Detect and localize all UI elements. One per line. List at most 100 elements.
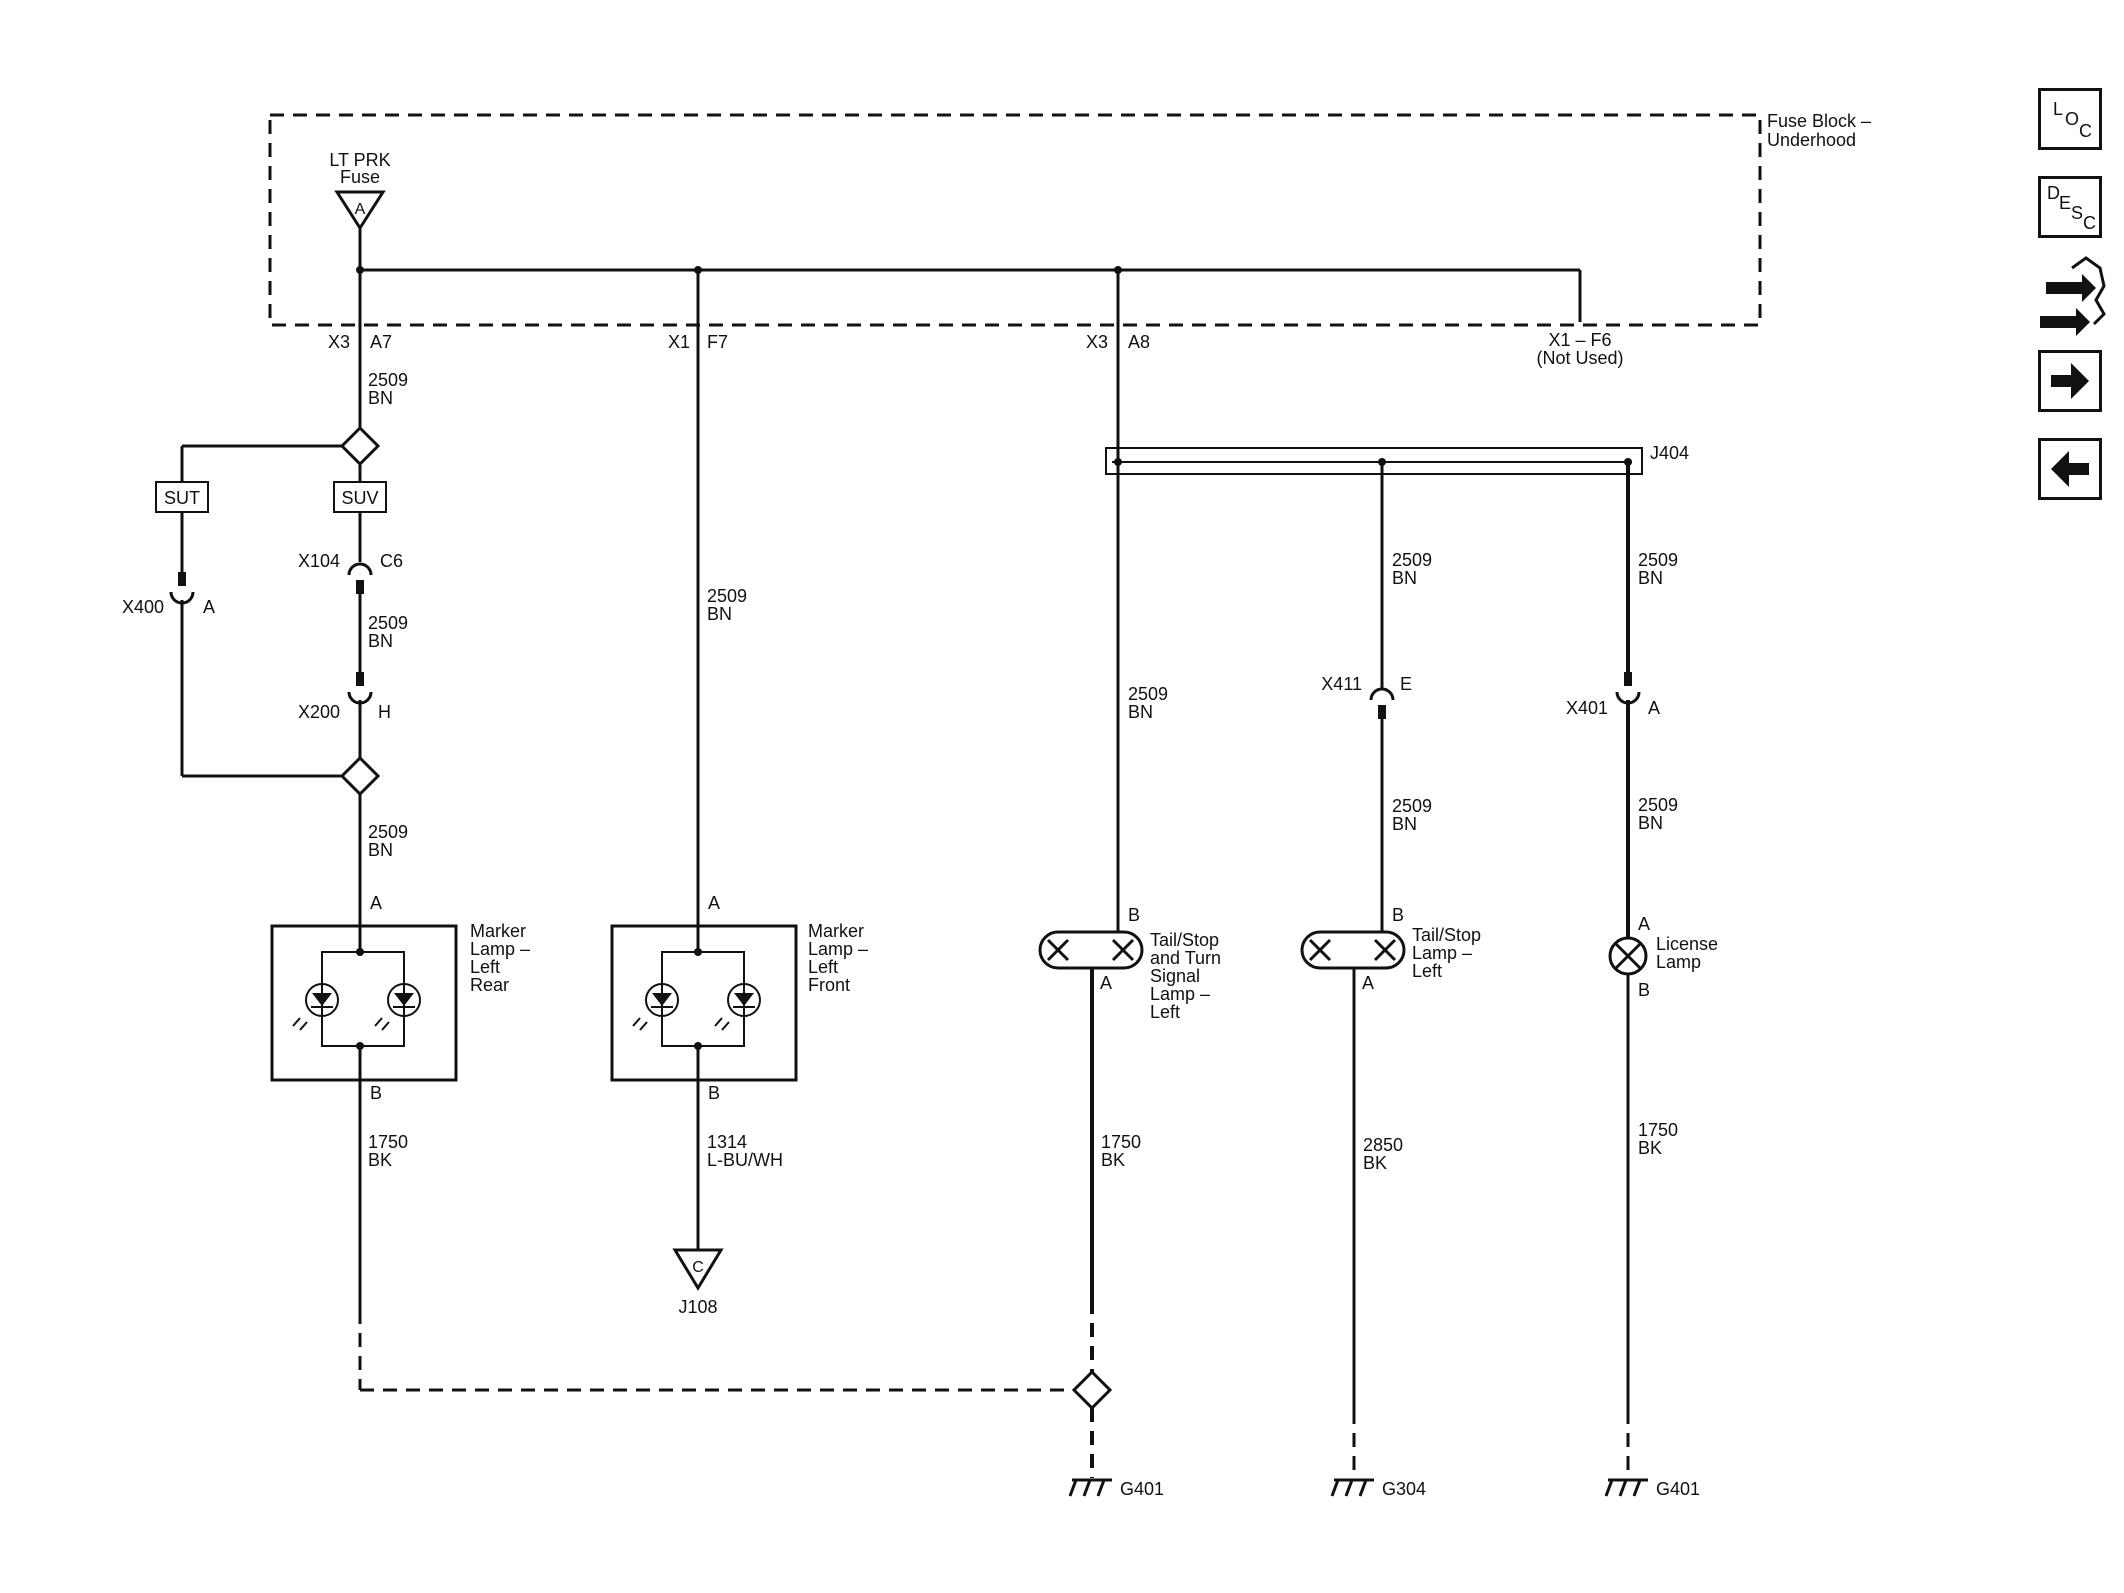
ground-g401-right: G401 [1656,1479,1700,1499]
led-icon [714,983,761,1031]
tail-turn-lamp-icon [1038,930,1144,970]
component-pin: A [370,893,382,913]
marker-rear-label-l1: Marker [470,921,526,941]
loc-letter-l: L [2053,99,2064,119]
wire-circuit: 1750 [368,1132,408,1152]
component-tool-icon[interactable] [2040,256,2106,336]
connector-x400-name: X400 [122,597,164,617]
connector-x411-icon [1369,687,1395,701]
arrow-right-icon [2051,363,2089,399]
component-pin: A [1100,973,1112,993]
splice-bottom [1071,1369,1113,1411]
component-pin: B [708,1083,720,1103]
led-icon [632,983,679,1031]
terminal-x1-f6-label: X1 – F6 [1548,330,1611,350]
fuse-pin: A [355,201,366,218]
desc-letter-d: D [2047,183,2060,203]
terminal-x1-f7-pin: F7 [707,332,728,352]
splice-j108-pin: C [692,1259,704,1276]
wire-circuit: 2509 [368,613,408,633]
marker-rear-label-l2: Lamp – [470,939,530,959]
component-pin: B [1392,905,1404,925]
fuse-icon [334,190,386,231]
splice-j108-icon [672,1248,724,1291]
wire-circuit: 2509 [1638,550,1678,570]
connector-x104-pin: C6 [380,551,403,571]
marker-rear-label-l3: Left [470,957,500,977]
terminal-x3-a8-conn: X3 [1086,332,1108,352]
location-button[interactable]: L O C [2038,88,2102,150]
wire-color: BK [368,1150,392,1170]
desc-letter-c: C [2083,213,2096,233]
license-label-l1: License [1656,934,1718,954]
connector-x104-name: X104 [298,551,340,571]
desc-letter-s: S [2071,203,2084,223]
marker-front-label-l2: Lamp – [808,939,868,959]
wire-circuit: 2509 [1128,684,1168,704]
connector-x411-pin: E [1400,674,1412,694]
wire-color: BN [1638,568,1663,588]
ground-g401-left: G401 [1120,1479,1164,1499]
option-label-sut: SUT [164,488,200,508]
marker-rear-label-l4: Rear [470,975,509,995]
wire-circuit: 2509 [1638,795,1678,815]
fuse-block-name-line2: Underhood [1767,130,1856,150]
connector-x400-pin: A [203,597,215,617]
fuse-label-line1: LT PRK [329,150,390,170]
wire-circuit: 2509 [368,370,408,390]
splice-top-left [339,425,381,467]
tail-turn-label-l1: Tail/Stop [1150,930,1219,950]
license-label-l2: Lamp [1656,952,1701,972]
fuse-block-outline [268,113,1762,327]
ground-icon [1330,1478,1374,1497]
connector-x200-name: X200 [298,702,340,722]
led-icon [292,983,339,1031]
desc-letter-e: E [2059,193,2072,213]
description-button[interactable]: D E S C [2038,176,2102,238]
wire-color: BN [1392,814,1417,834]
wire-color: BK [1363,1153,1387,1173]
tail-stop-label-l1: Tail/Stop [1412,925,1481,945]
terminal-x3-a7-conn: X3 [328,332,350,352]
wire-circuit: 1314 [707,1132,747,1152]
wire-circuit: 1750 [1638,1120,1678,1140]
component-pin: B [370,1083,382,1103]
led-icon [374,983,421,1031]
splice-lower-left [339,755,381,797]
marker-front-label-l3: Left [808,957,838,977]
tail-stop-label-l2: Lamp – [1412,943,1472,963]
marker-lamp-rear-box [270,924,458,1082]
wire-circuit: 2509 [368,822,408,842]
option-label-suv: SUV [341,488,378,508]
tail-stop-lamp-icon [1300,930,1406,970]
terminal-x3-a8-pin: A8 [1128,332,1150,352]
splice-j108-label: J108 [678,1297,717,1317]
terminal-x3-a7-pin: A7 [370,332,392,352]
terminal-x1-f7-conn: X1 [668,332,690,352]
loc-letter-o: O [2065,109,2080,129]
marker-front-label-l4: Front [808,975,850,995]
tail-turn-label-l2: and Turn [1150,948,1221,968]
splice-j404-label: J404 [1650,443,1689,463]
tail-turn-label-l3: Signal [1150,966,1200,986]
marker-lamp-front-box [610,924,798,1082]
component-pin: A [1638,914,1650,934]
splice-pack-j404 [1105,447,1643,475]
tail-turn-label-l5: Left [1150,1002,1180,1022]
wire-color: BK [1638,1138,1662,1158]
component-pin: A [1362,973,1374,993]
component-pin: B [1638,980,1650,1000]
wire-circuit: 2509 [1392,550,1432,570]
arrow-left-icon [2051,451,2089,487]
wire-color: BN [707,604,732,624]
component-pin: B [1128,905,1140,925]
wire-circuit: 2509 [707,586,747,606]
wire-color: BN [368,388,393,408]
wire-circuit: 2850 [1363,1135,1403,1155]
wire-color: BN [1638,813,1663,833]
tail-turn-label-l4: Lamp – [1150,984,1210,1004]
previous-page-button[interactable] [2038,438,2102,500]
tail-stop-label-l3: Left [1412,961,1442,981]
next-page-button[interactable] [2038,350,2102,412]
marker-front-label-l1: Marker [808,921,864,941]
